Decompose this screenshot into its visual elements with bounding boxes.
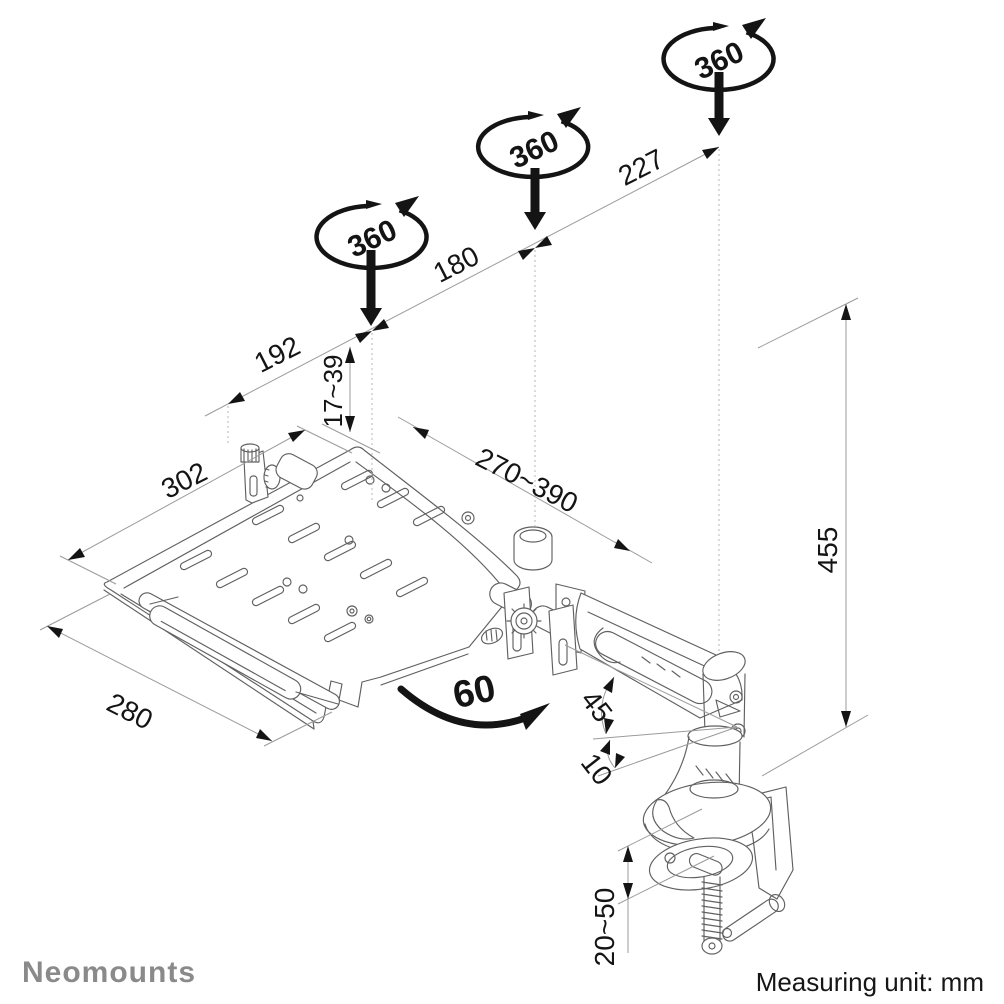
chain-dim-line xyxy=(204,146,720,417)
dim-label-180: 180 xyxy=(428,240,484,289)
rotation-arrow-icon xyxy=(395,196,419,217)
drop-arrow-icon xyxy=(360,250,382,326)
mount-arm-drawing xyxy=(575,592,746,801)
kidney-slot xyxy=(652,799,695,840)
spring-hook xyxy=(593,627,621,664)
rotation-ellipse xyxy=(314,203,429,271)
brand-logo: Neomounts xyxy=(22,956,196,989)
rotation-arrow-icon xyxy=(528,111,544,120)
tray-mount-holes xyxy=(282,475,475,624)
rotation-label-left: 360 xyxy=(343,213,402,264)
dim-label-17-39: 17~39 xyxy=(318,354,348,427)
dim-label-280: 280 xyxy=(102,687,158,736)
rotation-indicator-right xyxy=(661,18,776,136)
rotation-arrow-icon xyxy=(366,200,382,209)
swivel-label-60: 60 xyxy=(449,667,499,717)
rotation-ellipse xyxy=(661,25,776,93)
footer: Neomounts Measuring unit: mm xyxy=(22,956,984,997)
clamp-lower-jaw xyxy=(648,837,754,891)
tray-handle xyxy=(149,596,339,705)
rotation-arrow-icon xyxy=(557,107,581,128)
tray-arm-bracket xyxy=(480,526,586,676)
dim-label-270-390: 270~390 xyxy=(471,442,583,519)
dimension-lines xyxy=(39,146,869,953)
tray-vent-slots xyxy=(179,469,446,643)
dim-label-302: 302 xyxy=(156,456,212,505)
elbow-joint xyxy=(702,651,746,739)
rotation-arrow-icon xyxy=(713,22,729,31)
rotation-indicator-middle xyxy=(475,107,591,230)
clamp-handle xyxy=(721,893,786,942)
angle-label-10: 10 xyxy=(575,747,619,791)
swivel-arrowhead-icon xyxy=(520,703,550,730)
rotation-arrow-icon xyxy=(742,18,766,39)
rotation-indicator-left xyxy=(314,196,429,326)
dim-label-227: 227 xyxy=(613,143,669,192)
clamp-screw xyxy=(701,876,723,955)
desk-clamp-drawing xyxy=(642,779,794,955)
measuring-unit-note: Measuring unit: mm xyxy=(756,967,984,997)
drop-arrow-icon xyxy=(524,168,546,230)
dim-label-455: 455 xyxy=(812,527,843,574)
laptop-tray-drawing xyxy=(103,443,586,730)
tray-back-clamp xyxy=(240,443,318,504)
dim-label-192: 192 xyxy=(249,330,305,379)
rotation-label-middle: 360 xyxy=(505,124,564,175)
swivel-arrow xyxy=(397,685,550,730)
rotation-ellipse xyxy=(475,114,591,180)
rotation-label-right: 360 xyxy=(690,35,749,86)
drop-arrow-icon xyxy=(708,72,730,136)
dimension-arrowheads xyxy=(47,147,851,899)
dim-label-20-50: 20~50 xyxy=(589,888,620,967)
